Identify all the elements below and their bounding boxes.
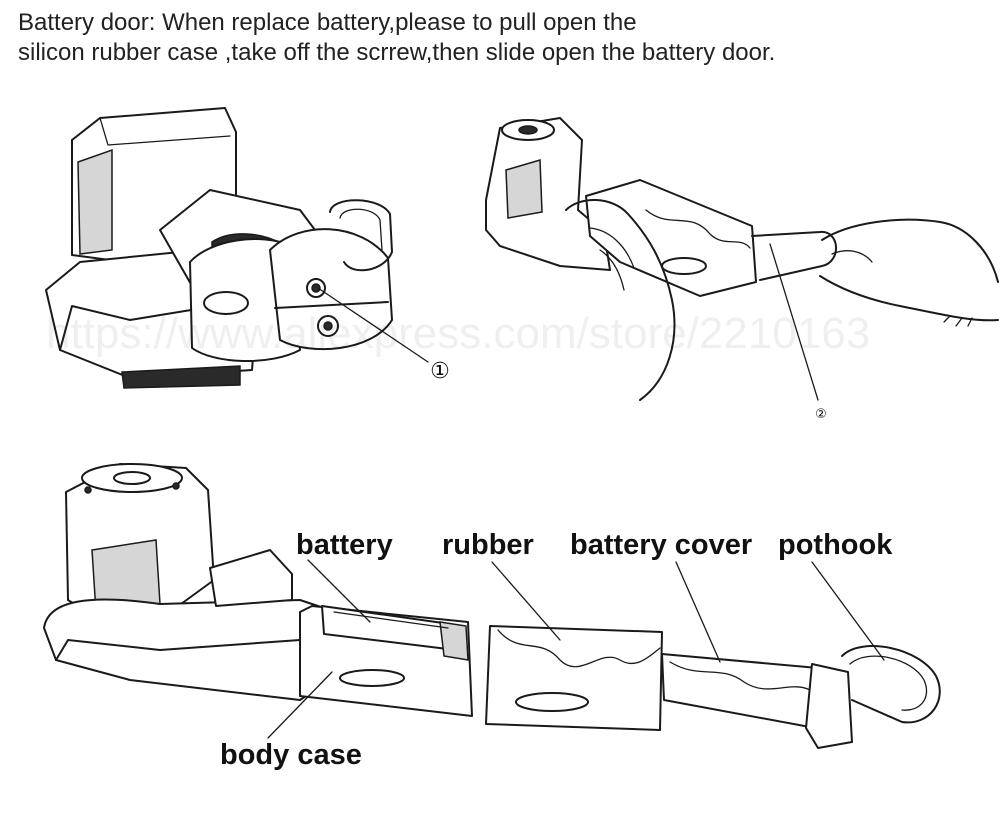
leader-rubber [491,561,561,641]
label-battery: battery [296,529,393,561]
figure-screw-closeup [45,107,429,389]
label-battery-cover: battery cover [570,529,752,561]
leader-battery [307,559,371,623]
callout-2: ② [815,407,827,422]
figure-pull-rubber [485,117,999,401]
watermark: https://www.aliexpress.com/store/2210163 [46,309,870,358]
figure-exploded-view [43,463,941,749]
leader-battery-cover [675,561,721,663]
instruction-line-2: silicon rubber case ,take off the scrrew… [18,39,776,66]
callout-1: ① [430,359,450,384]
leader-pothook [811,561,885,661]
label-rubber: rubber [442,529,534,561]
part-labels: battery rubber battery cover pothook bod… [220,529,893,771]
label-pothook: pothook [778,529,893,561]
callout-2-text: ② [815,407,827,422]
leader-body-case [267,671,333,739]
callout-1-text: ① [430,359,450,384]
instruction-text: Battery door: When replace battery,pleas… [18,8,988,68]
label-body-case: body case [220,739,362,771]
instruction-line-1: Battery door: When replace battery,pleas… [18,9,637,36]
